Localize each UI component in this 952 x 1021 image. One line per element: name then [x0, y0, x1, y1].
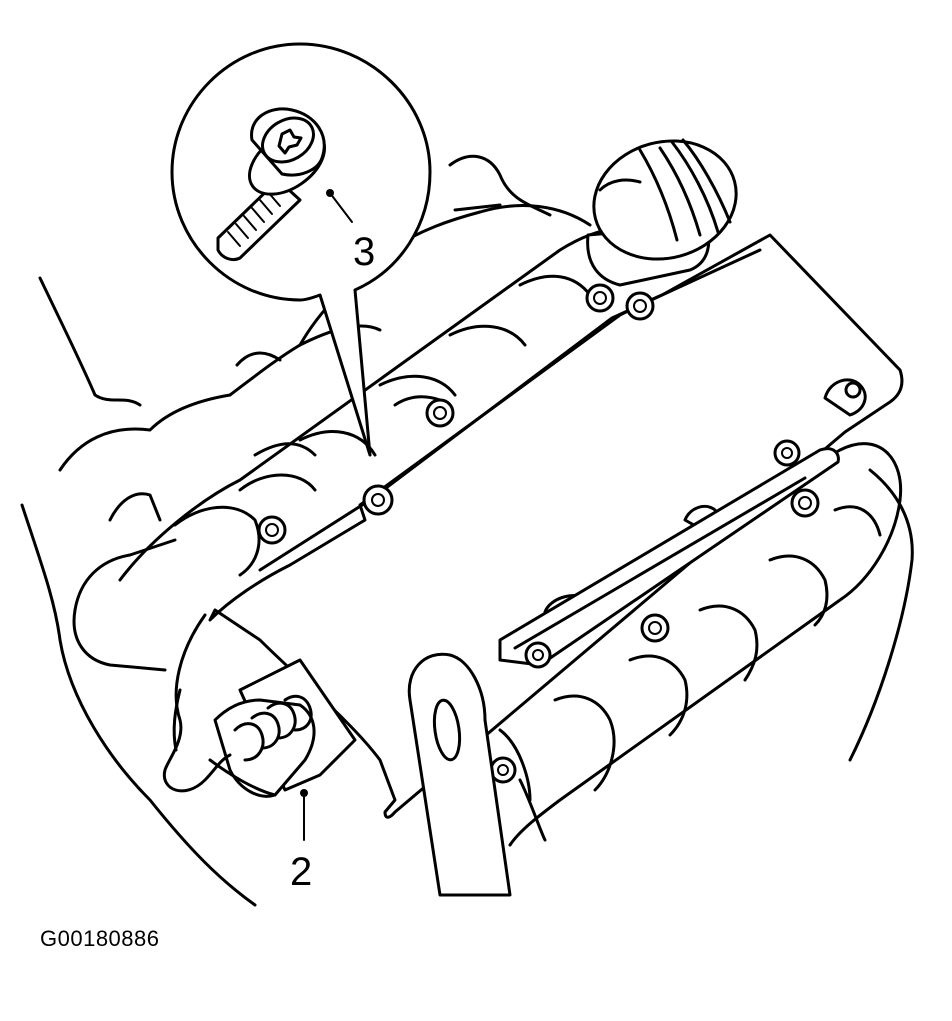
bolt-head-icon — [257, 515, 287, 545]
bolt-head-icon — [773, 439, 801, 467]
bolt-head-icon — [790, 488, 820, 518]
bolt-head-icon — [625, 291, 655, 321]
lifting-bracket — [407, 652, 512, 897]
harness-connector-icon — [162, 613, 357, 798]
bolt-head-icon — [425, 398, 455, 428]
cover-bolts — [257, 283, 820, 784]
callout-label-connector: 2 — [290, 850, 312, 894]
bolt-head-icon — [585, 283, 615, 313]
bolt-head-icon — [524, 641, 552, 669]
figure-id-label: G00180886 — [40, 926, 160, 951]
callout-label-bolt: 3 — [353, 230, 375, 274]
callout-connector: 2 — [290, 789, 312, 894]
cylinder-head — [72, 226, 903, 847]
bolt-head-icon — [640, 613, 670, 643]
torx-bolt-icon — [216, 107, 326, 262]
ignition-coil-cover-icon — [208, 233, 904, 819]
oil-filler-cap-icon — [586, 138, 738, 287]
bolt-head-icon — [362, 484, 394, 516]
bolt-detail-inset — [170, 42, 432, 457]
callout-bolt: 3 — [326, 189, 375, 274]
